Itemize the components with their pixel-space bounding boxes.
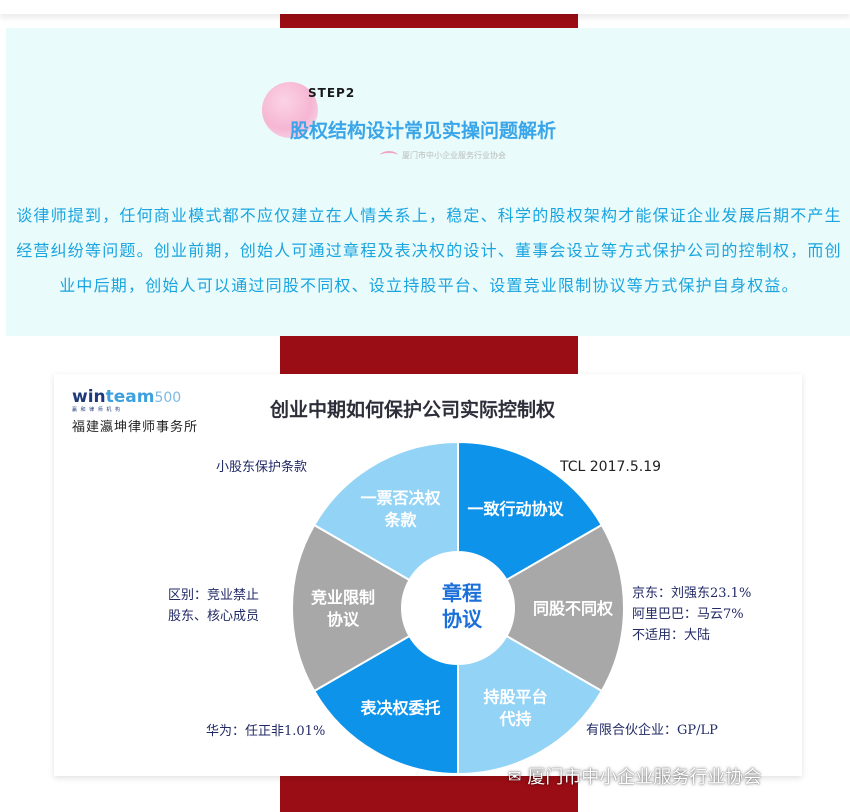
logo-win: win (72, 387, 106, 407)
note-minority-protection: 小股东保护条款 (216, 460, 308, 475)
previous-card-edge (0, 0, 850, 14)
intro-section (6, 28, 850, 336)
logo-team: team (105, 387, 155, 407)
logo-subtitle: 赢 和 律 师 机 构 (72, 407, 121, 413)
ring-segment-2-label-1: 同股不同权 (533, 599, 614, 618)
note-alibaba: 阿里巴巴：马云7% (632, 607, 744, 622)
firm-logo: winteam500 (72, 387, 181, 407)
note-shareholders: 股东、核心成员 (168, 609, 260, 624)
ring-center-circle (402, 552, 514, 664)
red-strip-middle (280, 336, 578, 374)
ring-segment-5-label-2: 协议 (327, 610, 360, 629)
note-not-applicable: 不适用：大陆 (632, 628, 711, 643)
wechat-watermark: ✉ 厦门市中小企业服务行业协会 (508, 763, 761, 789)
section-brand: 厦门市中小企业服务行业协会 (380, 150, 506, 161)
ring-segment-6-label-2: 条款 (383, 510, 417, 529)
intro-paragraph: 谈律师提到，任何商业模式都不应仅建立在人情关系上，稳定、科学的股权架构才能保证企… (16, 206, 842, 295)
logo-mark: 500 (154, 390, 182, 406)
ring-segment-5-label-1: 竞业限制 (311, 588, 375, 607)
slide-title: 创业中期如何保护公司实际控制权 (270, 399, 556, 421)
wechat-icon: ✉ (508, 766, 522, 786)
arc-logo-icon (380, 151, 398, 160)
ring-segment-3-label-2: 代持 (498, 710, 531, 729)
ring-segment-1-label-1: 一致行动协议 (467, 499, 564, 518)
ring-segment-6-label-1: 一票否决权 (360, 488, 441, 507)
firm-name: 福建瀛坤律师事务所 (72, 420, 199, 435)
note-limited-partnership: 有限合伙企业：GP/LP (586, 723, 718, 738)
ring-segment-4-label-1: 表决权委托 (359, 699, 440, 718)
note-tcl: TCL 2017.5.19 (560, 459, 662, 475)
center-label-line2: 协议 (442, 607, 483, 631)
watermark-text: 厦门市中小企业服务行业协会 (527, 767, 762, 788)
pink-circle-decoration (262, 82, 318, 138)
section-brand-text: 厦门市中小企业服务行业协会 (402, 151, 506, 160)
note-difference: 区别：竞业禁止 (168, 588, 260, 603)
step-label: STEP2 (308, 86, 356, 100)
section-title: 股权结构设计常见实操问题解析 (290, 120, 557, 142)
red-strip-bottom (280, 776, 578, 812)
note-jd: 京东：刘强东23.1% (632, 586, 752, 601)
center-label-line1: 章程 (442, 581, 482, 605)
ring-segment-3-label-1: 持股平台 (483, 688, 547, 707)
note-huawei: 华为：任正非1.01% (206, 724, 326, 739)
